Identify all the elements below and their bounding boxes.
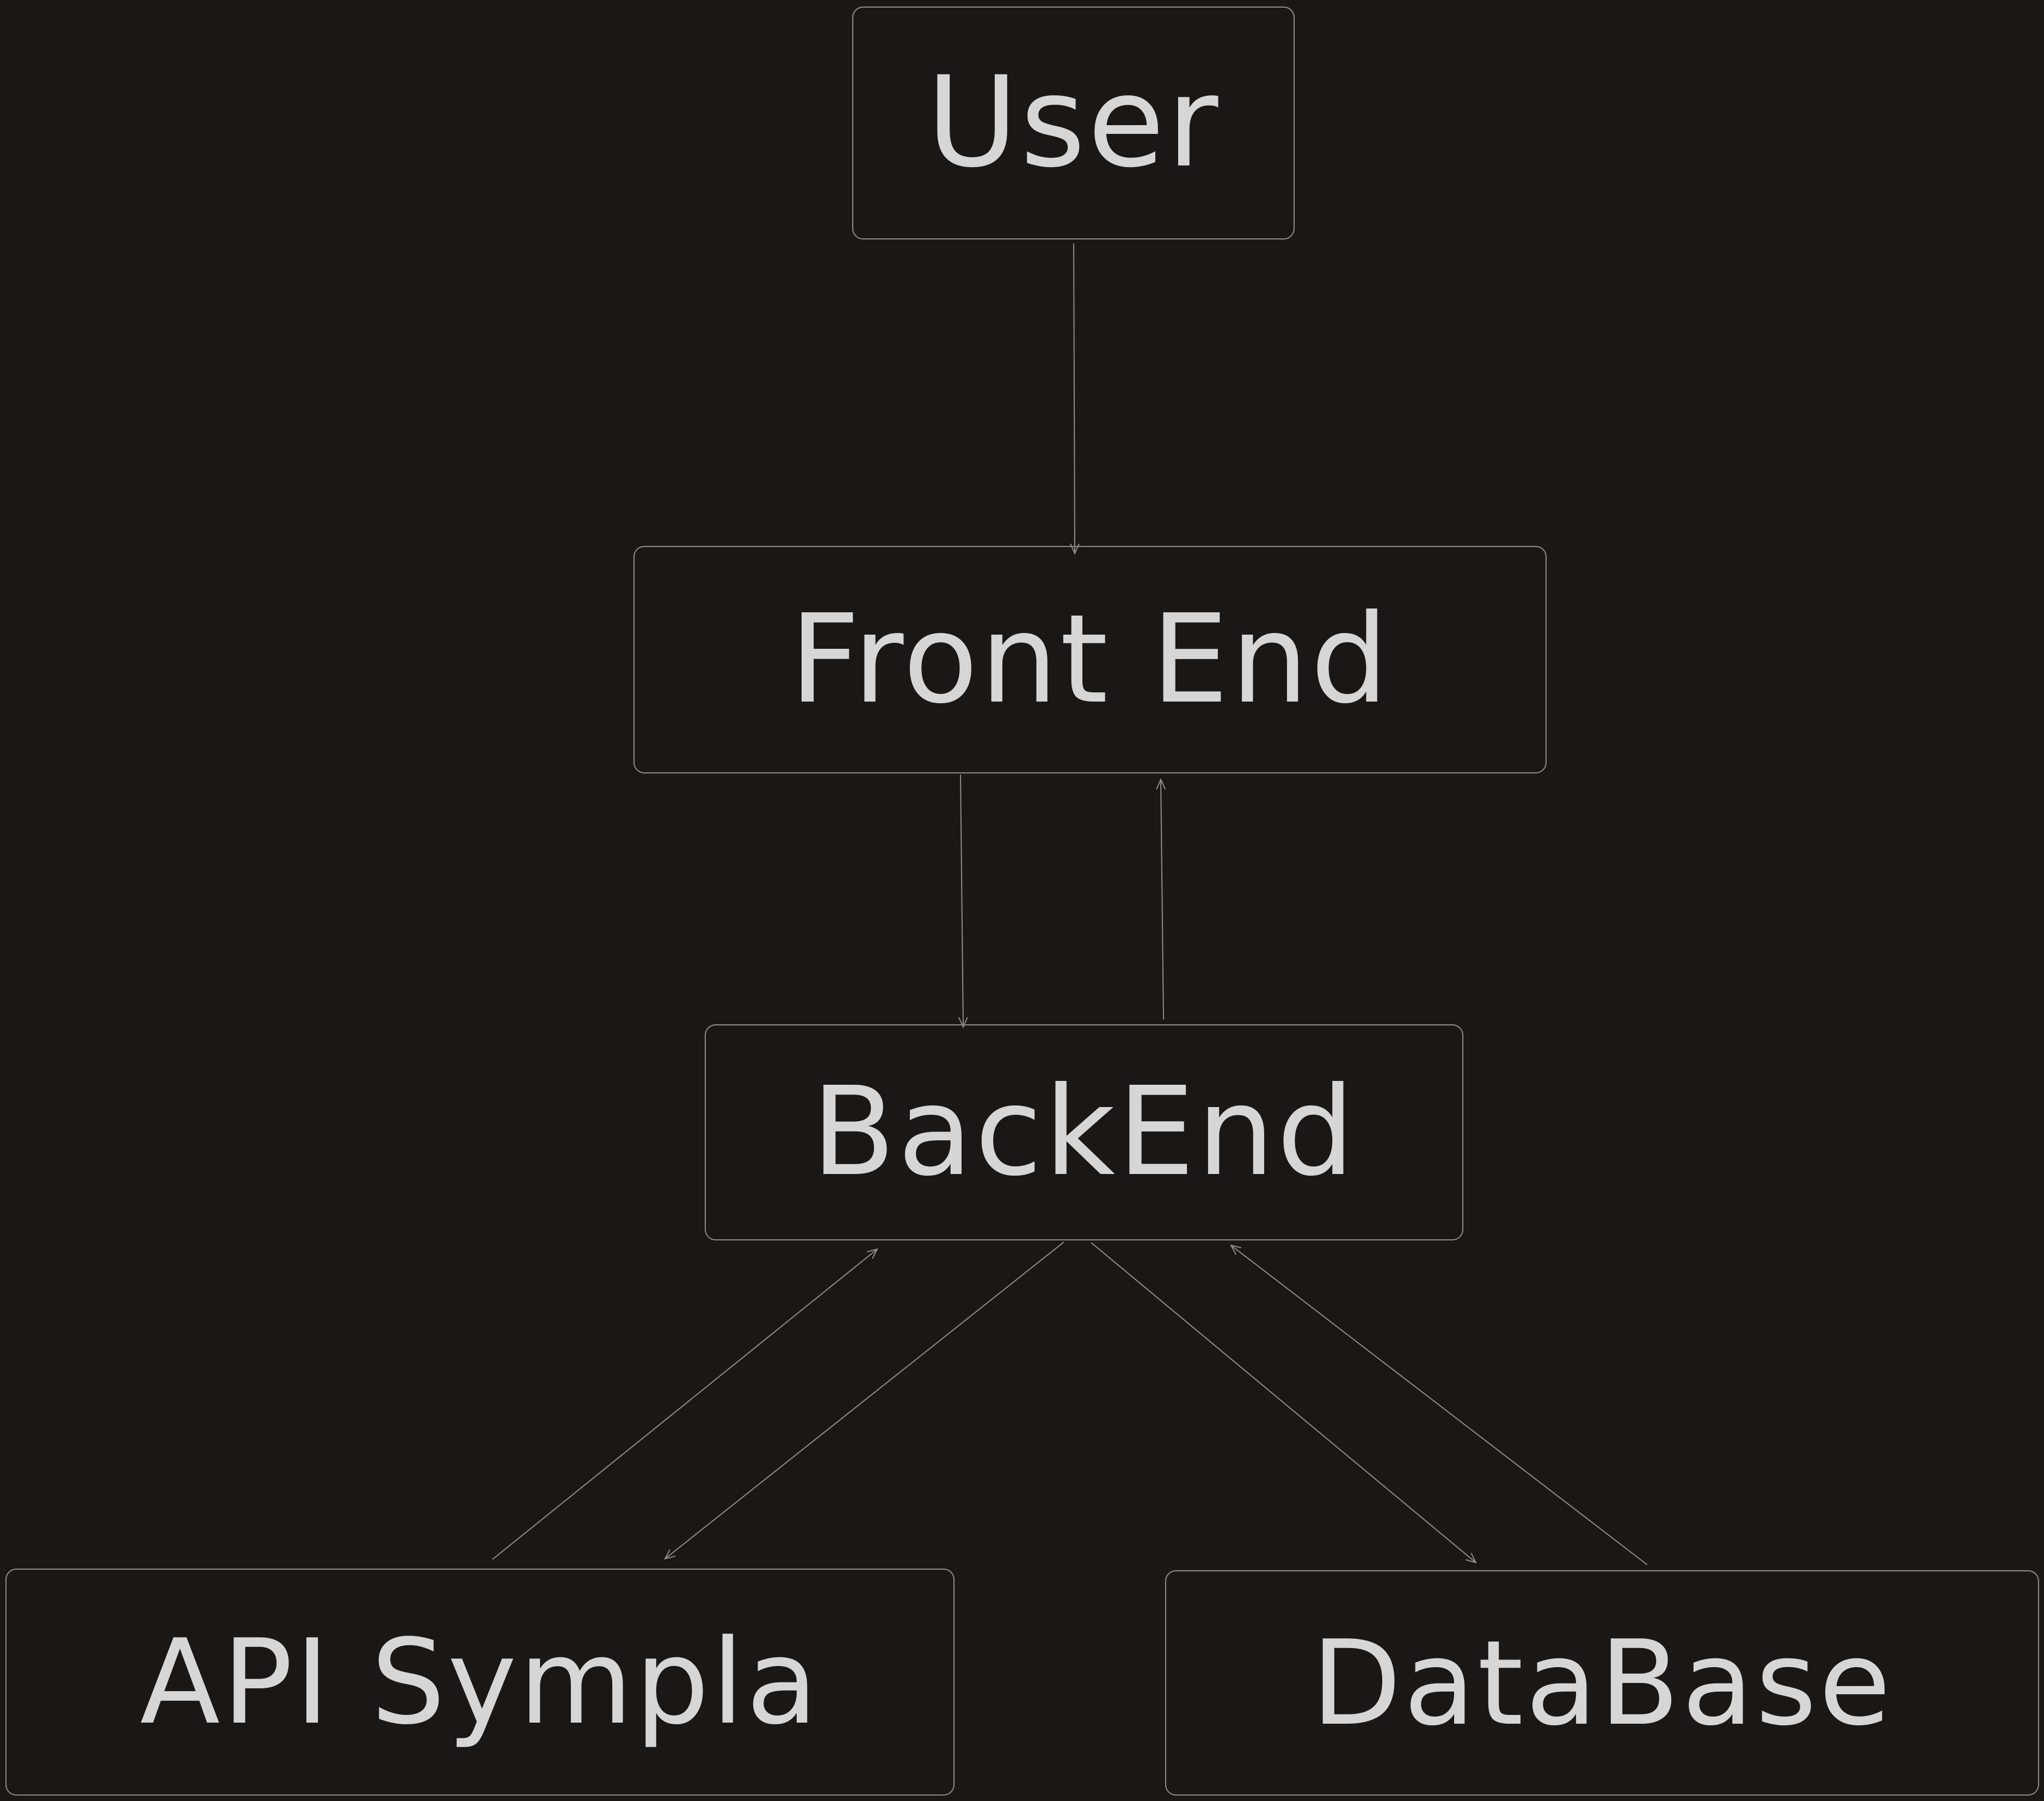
edge-api-to-backend[interactable] xyxy=(492,1249,877,1560)
node-frontend[interactable]: Front End xyxy=(633,546,1547,773)
node-api-sympla-label: API Sympla xyxy=(140,1614,820,1750)
node-user[interactable]: User xyxy=(852,7,1295,239)
node-database-label: DataBase xyxy=(1311,1614,1893,1751)
node-frontend-label: Front End xyxy=(789,588,1391,731)
edge-database-to-backend[interactable] xyxy=(1231,1245,1648,1565)
edge-backend-to-frontend[interactable] xyxy=(1161,779,1163,1020)
edge-backend-to-database[interactable] xyxy=(1091,1242,1476,1563)
edge-user-to-frontend[interactable] xyxy=(1074,243,1075,554)
node-backend[interactable]: BackEnd xyxy=(705,1024,1463,1240)
node-database[interactable]: DataBase xyxy=(1165,1570,2039,1796)
node-user-label: User xyxy=(926,50,1221,195)
edge-backend-to-api[interactable] xyxy=(665,1241,1064,1559)
edge-frontend-to-backend[interactable] xyxy=(961,774,963,1027)
node-backend-label: BackEnd xyxy=(811,1061,1357,1203)
node-api-sympla[interactable]: API Sympla xyxy=(5,1569,955,1796)
